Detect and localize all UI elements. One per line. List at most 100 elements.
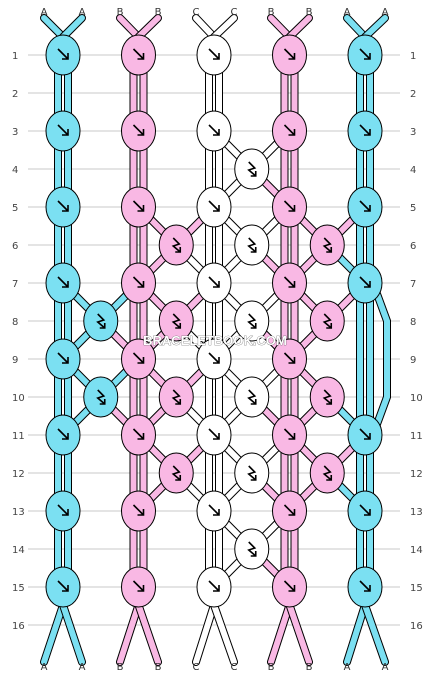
row-number-right: 6	[410, 241, 416, 252]
knot	[83, 300, 119, 342]
strand	[370, 280, 390, 438]
row-number-left: 14	[12, 545, 25, 556]
forward-arrow-icon	[359, 504, 371, 516]
forward-arrow-icon	[132, 504, 145, 516]
top-thread-label: A	[382, 7, 389, 18]
knot	[234, 376, 270, 418]
row-number-left: 10	[12, 393, 25, 404]
row-number-right: 14	[410, 545, 423, 556]
row-number-right: 4	[410, 165, 416, 176]
forward-arrow-icon	[359, 48, 371, 60]
strand	[41, 15, 66, 40]
forward-arrow-icon	[132, 124, 145, 136]
forward-backward-arrow-icon	[96, 389, 106, 405]
bottom-thread-label: C	[231, 662, 238, 673]
knot	[234, 224, 270, 266]
forward-backward-arrow-icon	[96, 313, 106, 329]
bottom-thread-label: A	[382, 662, 389, 673]
strand	[211, 15, 237, 40]
knot	[196, 338, 232, 380]
top-thread-label: B	[117, 7, 124, 18]
forward-backward-arrow-icon	[247, 161, 257, 177]
forward-arrow-icon	[359, 580, 371, 592]
strand	[117, 15, 142, 40]
row-number-right: 11	[410, 431, 423, 442]
knot	[121, 490, 156, 532]
bottom-thread-label: B	[117, 662, 124, 673]
forward-backward-arrow-icon	[322, 465, 333, 481]
forward-arrow-icon	[57, 504, 69, 516]
watermark-text: BRACELETBOOK.COM	[143, 333, 287, 348]
knot	[272, 186, 307, 228]
forward-arrow-icon	[208, 428, 220, 440]
row-number-right: 2	[410, 89, 416, 100]
forward-backward-arrow-icon	[247, 465, 257, 481]
row-number-left: 4	[12, 165, 18, 176]
knot	[309, 224, 345, 266]
knot	[347, 490, 383, 532]
row-number-right: 1	[410, 51, 416, 62]
row-number-left: 11	[12, 431, 25, 442]
knot	[158, 452, 194, 494]
forward-backward-arrow-icon	[247, 237, 257, 253]
forward-backward-arrow-icon	[322, 389, 333, 405]
knot	[347, 186, 383, 228]
strand	[344, 602, 368, 665]
row-number-right: 15	[410, 583, 423, 594]
forward-arrow-icon	[208, 200, 220, 212]
forward-arrow-icon	[57, 352, 69, 364]
strand	[193, 602, 217, 665]
forward-arrow-icon	[57, 276, 69, 288]
knot	[309, 452, 345, 494]
knot	[234, 300, 270, 342]
row-number-left: 9	[12, 355, 18, 366]
forward-backward-arrow-icon	[171, 313, 182, 329]
forward-backward-arrow-icon	[171, 237, 182, 253]
forward-arrow-icon	[132, 200, 145, 212]
strand	[193, 15, 217, 40]
strand	[135, 15, 161, 40]
strand	[268, 15, 293, 40]
top-thread-label: C	[193, 7, 200, 18]
row-number-left: 7	[12, 279, 18, 290]
knot	[121, 34, 156, 76]
strand	[117, 602, 142, 665]
row-number-right: 8	[410, 317, 416, 328]
knot	[272, 566, 307, 608]
forward-arrow-icon	[283, 504, 296, 516]
knot	[272, 110, 307, 152]
bottom-thread-label: B	[268, 662, 275, 673]
strand	[41, 602, 66, 665]
knot	[234, 528, 270, 570]
knot	[45, 110, 81, 152]
forward-arrow-icon	[57, 48, 69, 60]
forward-arrow-icon	[359, 428, 371, 440]
forward-arrow-icon	[283, 580, 296, 592]
row-number-left: 1	[12, 51, 18, 62]
knot	[347, 262, 383, 304]
knot	[347, 414, 383, 456]
strand	[60, 602, 85, 665]
forward-arrow-icon	[359, 276, 371, 288]
top-thread-label: B	[155, 7, 162, 18]
knot	[309, 300, 345, 342]
forward-arrow-icon	[208, 124, 220, 136]
knot	[158, 376, 194, 418]
knot	[309, 376, 345, 418]
row-number-left: 15	[12, 583, 25, 594]
knot	[234, 452, 270, 494]
strand	[362, 15, 388, 40]
knot	[347, 566, 383, 608]
row-number-left: 6	[12, 241, 18, 252]
knot-grid	[45, 34, 383, 608]
forward-arrow-icon	[132, 428, 145, 440]
strand	[286, 602, 312, 665]
forward-arrow-icon	[57, 428, 69, 440]
row-number-left: 16	[12, 621, 25, 632]
forward-arrow-icon	[132, 48, 145, 60]
knot	[234, 148, 270, 190]
forward-backward-arrow-icon	[247, 389, 257, 405]
knot	[272, 34, 307, 76]
